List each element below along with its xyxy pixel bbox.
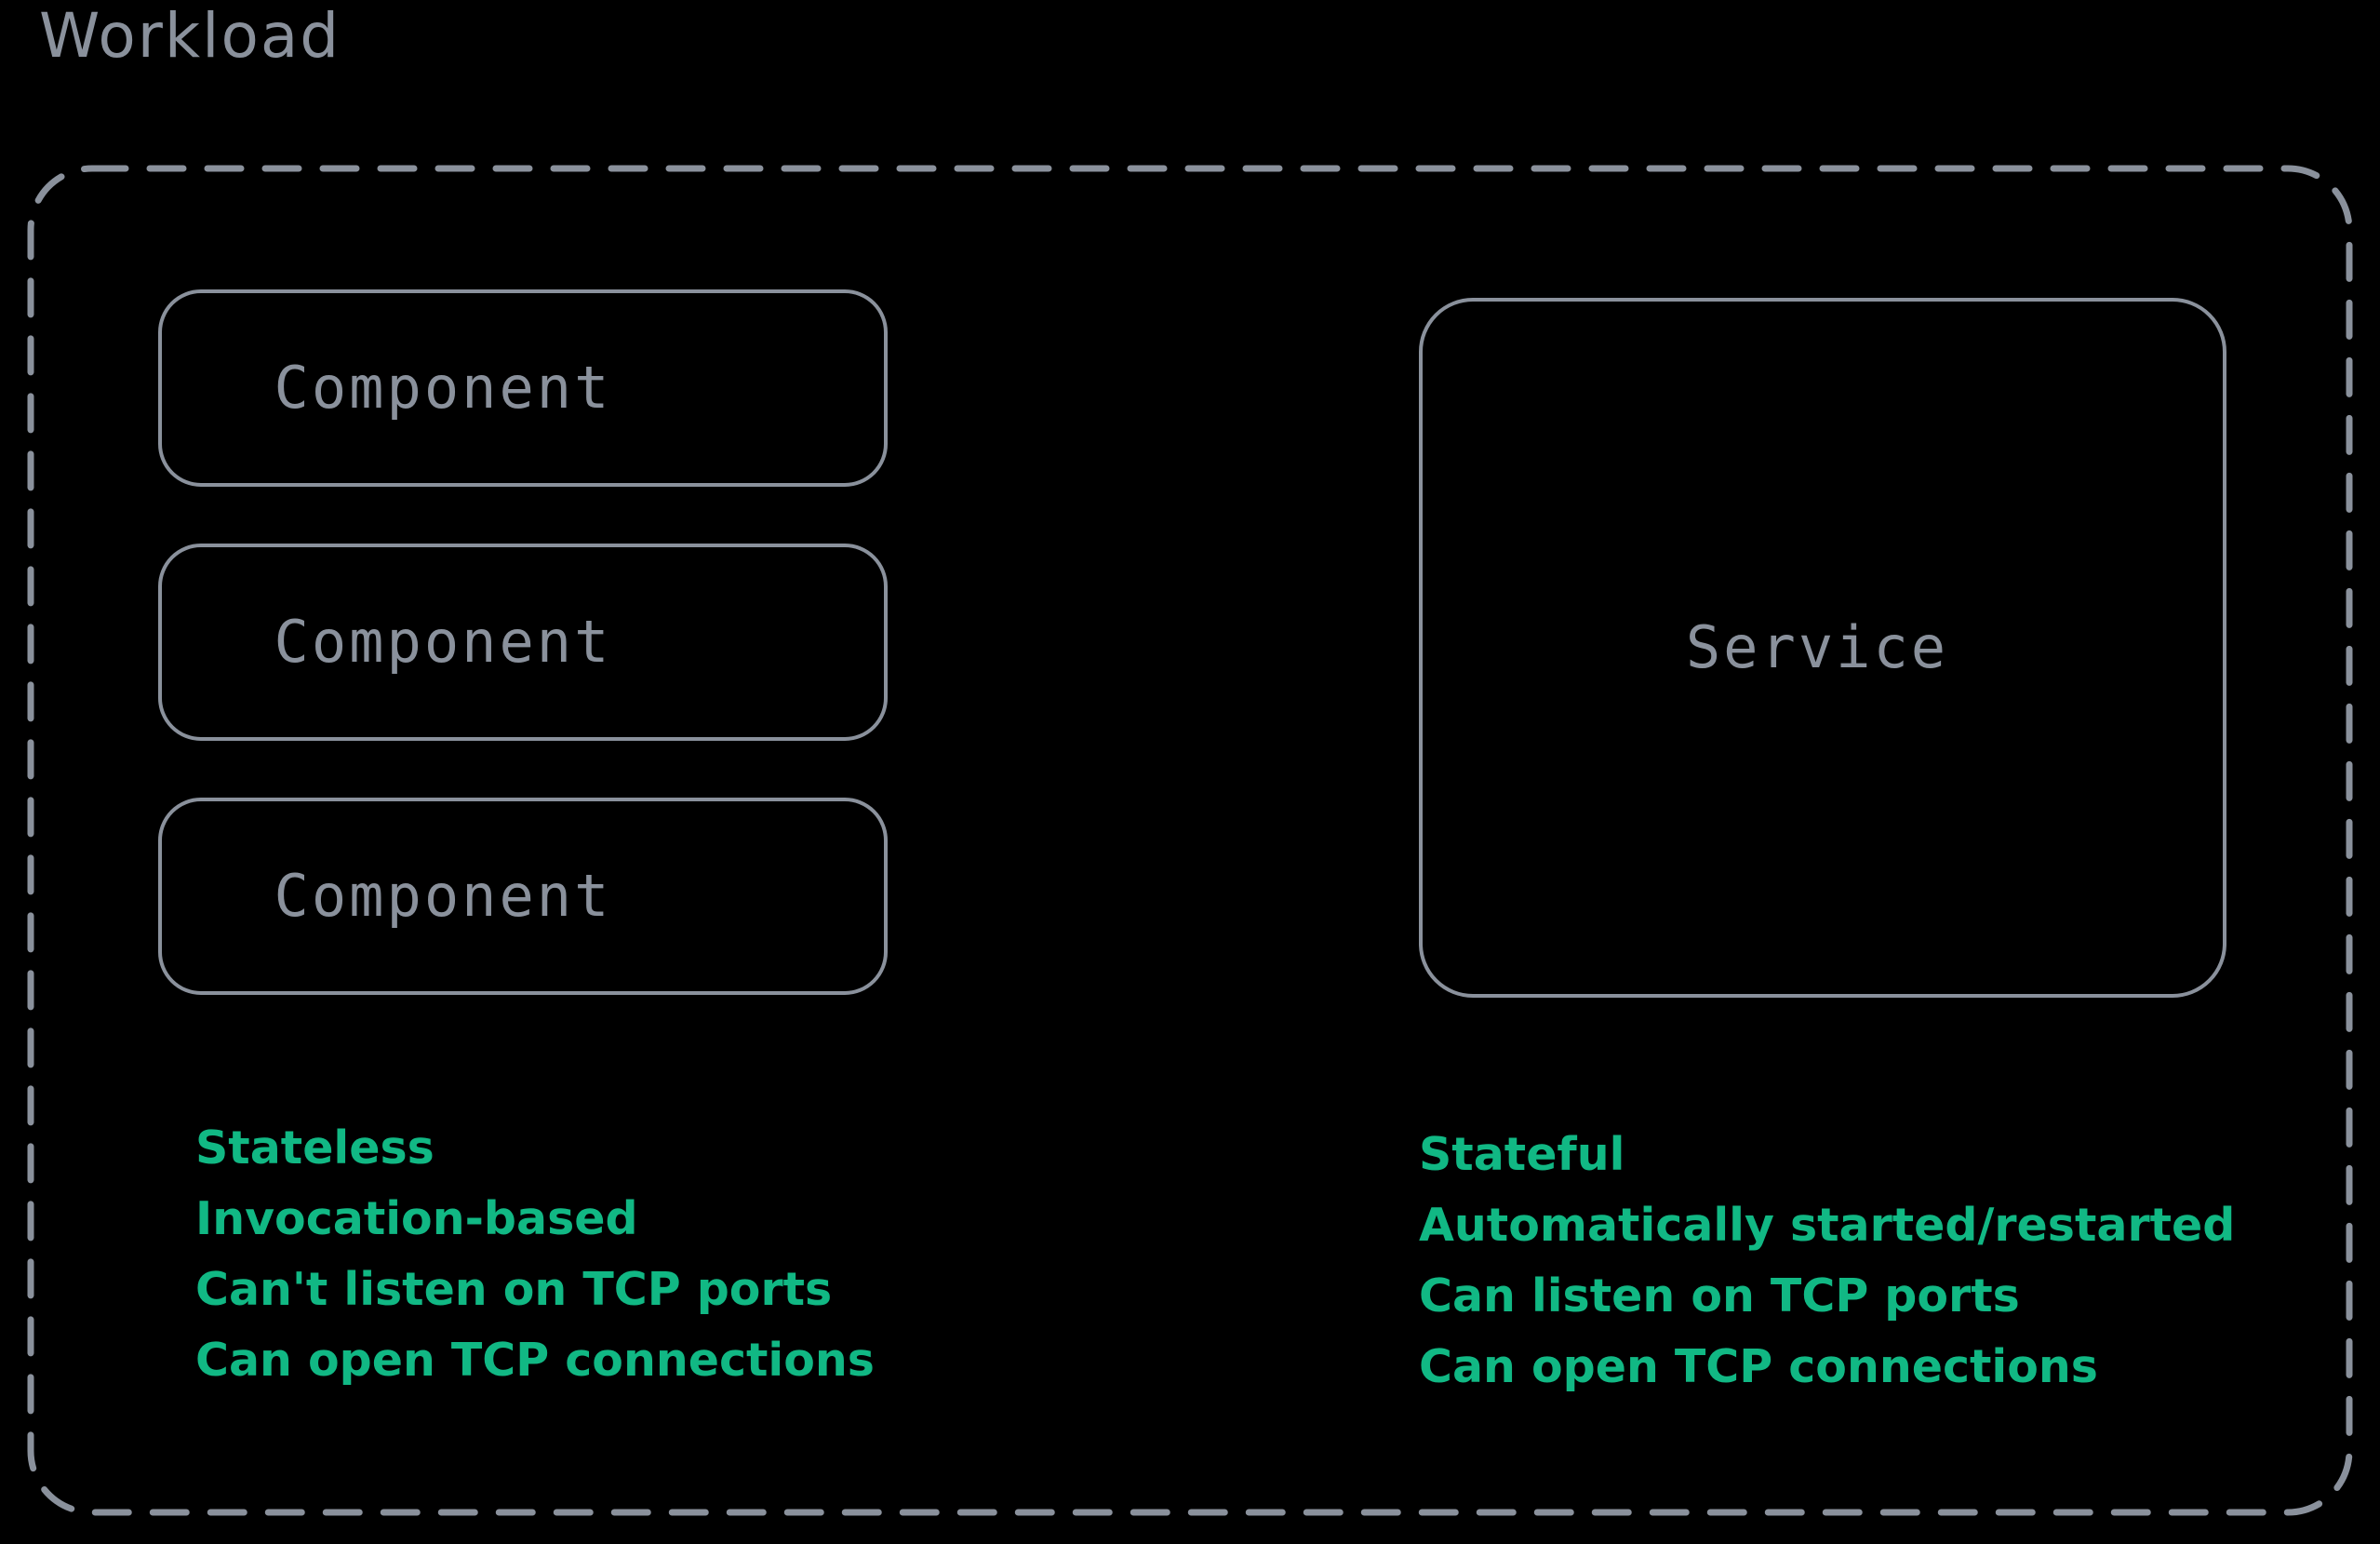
component-note-3: Can't listen on TCP ports — [195, 1263, 833, 1316]
component-box-2-label: Component — [274, 608, 612, 676]
component-note-1: Stateless — [195, 1121, 435, 1175]
component-box-2[interactable]: Component — [158, 544, 888, 741]
component-box-3[interactable]: Component — [158, 798, 888, 995]
service-note-1: Stateful — [1419, 1128, 1625, 1181]
component-box-1[interactable]: Component — [158, 289, 888, 487]
service-note-3: Can listen on TCP ports — [1419, 1269, 2020, 1322]
component-note-2: Invocation-based — [195, 1192, 638, 1245]
component-box-3-label: Component — [274, 862, 612, 930]
component-notes-list: Stateless Invocation-based Can't listen … — [195, 1113, 875, 1396]
workload-container-dashed-outline — [27, 165, 2353, 1516]
service-note-2: Automatically started/restarted — [1419, 1199, 2236, 1252]
workload-container — [27, 165, 2353, 1516]
service-box[interactable]: Service — [1419, 298, 2226, 998]
component-box-1-label: Component — [274, 354, 612, 422]
workload-title: Workload — [39, 0, 341, 72]
service-note-4: Can open TCP connections — [1419, 1340, 2098, 1393]
service-notes-list: Stateful Automatically started/restarted… — [1419, 1120, 2235, 1403]
service-box-label: Service — [1685, 613, 1949, 681]
component-note-4: Can open TCP connections — [195, 1334, 875, 1387]
